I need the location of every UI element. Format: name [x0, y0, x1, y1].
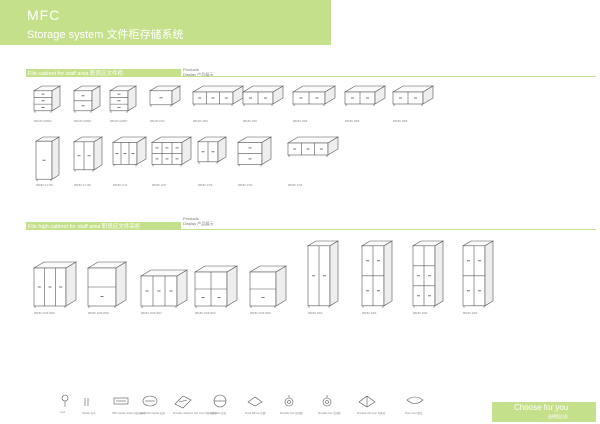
section2-note-line2: Display 产品展示	[183, 221, 214, 226]
accessory-caption: Movable with stop 可移动	[357, 412, 386, 415]
file-cabinet-drawing	[148, 85, 182, 107]
accessory-caption: Lock	[60, 411, 66, 414]
file-cabinet-drawing	[32, 85, 62, 113]
section1-note: Products Display 产品展示	[183, 67, 213, 77]
choose-for-you-sub: 选择您自身	[548, 414, 568, 419]
file-cabinet-drawing	[34, 136, 61, 182]
file-cabinet-drawing	[72, 136, 104, 172]
handle-icon	[84, 398, 89, 406]
section2-bar	[26, 222, 181, 230]
page-title: MFC	[27, 7, 61, 23]
product-code: MB-MX-1801	[150, 120, 165, 123]
foot-cover-icon	[406, 396, 424, 404]
movable-foot-icon	[322, 395, 332, 407]
file-cabinet-drawing	[291, 85, 337, 106]
file-cabinet-drawing	[391, 85, 435, 106]
file-cabinet-drawing	[111, 136, 148, 167]
accessory-caption: HPD handle inside 内嵌式拉手	[112, 412, 146, 415]
product-code: MB-BX-1815-0510	[141, 312, 162, 315]
high-cabinet-drawing	[86, 261, 128, 308]
product-code: MB-MX-040507	[110, 120, 128, 123]
high-cabinet-drawing	[360, 240, 394, 308]
wardrobe-handle-icon	[142, 395, 158, 407]
product-code: MB-BX-1713	[113, 184, 128, 187]
accessory-caption: Movable slidebars with stop 可移动滑轨	[173, 412, 217, 415]
section1-bar	[26, 69, 181, 77]
section1-note-line1: Products	[183, 67, 199, 72]
inside-handle-icon	[113, 397, 129, 405]
high-cabinet-drawing	[411, 240, 445, 308]
product-code: MB-BX-1708	[198, 184, 213, 187]
product-code: MB-WX-1801	[193, 120, 209, 123]
section2-rule	[181, 229, 596, 230]
product-code: MB-BX-2000	[362, 312, 377, 315]
choose-for-you-banner[interactable]: Choose for you 选择您自身	[492, 402, 596, 422]
file-cabinet-drawing	[343, 85, 387, 106]
fixed-foot-icon	[247, 396, 263, 407]
file-cabinet-drawing	[196, 136, 228, 164]
high-cabinet-drawing	[461, 240, 495, 308]
file-cabinet-drawing	[236, 136, 273, 167]
page-subtitle: Storage system 文件柜存储系统	[27, 29, 184, 41]
slidebar-icon	[174, 395, 192, 409]
file-cabinet-drawing	[241, 85, 285, 106]
product-code: MB-BX-F-1705	[36, 184, 53, 187]
product-code: MB-BX-1815-0509	[88, 312, 109, 315]
high-cabinet-drawing	[193, 265, 239, 308]
high-cabinet-drawing	[32, 261, 78, 308]
product-code: MB-BX-2000	[308, 312, 323, 315]
accessory-caption: Foot cover 脚盖	[405, 412, 423, 415]
accessory-caption: Movable foot 活动脚	[280, 412, 303, 415]
accessory-caption: Fixed 1B foot 定脚	[245, 412, 266, 415]
accessory-caption: Handle 拉手	[82, 412, 96, 415]
product-code: MB-BX-1709	[288, 184, 303, 187]
product-code: MB-BX-1707	[152, 184, 167, 187]
accessory-caption: Wardrobe handle 衣通	[140, 412, 165, 415]
section2-note: Products Display 产品展示	[183, 216, 213, 226]
product-code: MB-BX-2000	[413, 312, 428, 315]
product-code: MB-BX-1709	[238, 184, 253, 187]
section2-label: File high cabinet for staff area 职员区文件高柜	[28, 224, 141, 230]
high-cabinet-drawing	[306, 240, 340, 308]
section1-rule	[181, 76, 596, 77]
overslide-icon	[213, 394, 227, 408]
product-code: MB-BX-1905	[293, 120, 308, 123]
product-code: MB-BX-1905	[345, 120, 360, 123]
section2-note-line1: Products	[183, 216, 199, 221]
movable-stop-icon	[358, 395, 376, 408]
file-cabinet-drawing	[191, 85, 245, 106]
section1-label: File cabinet for staff area 职员区文件柜	[28, 71, 123, 77]
product-code: MB-BX-2000	[463, 312, 478, 315]
product-code: MB-MX-040507	[74, 120, 92, 123]
high-cabinet-drawing	[248, 265, 288, 308]
page-header: MFC Storage system 文件柜存储系统	[0, 0, 331, 45]
accessory-caption: Movable foot 活动脚	[318, 412, 341, 415]
file-cabinet-drawing	[150, 136, 193, 167]
high-cabinet-drawing	[139, 269, 189, 308]
product-code: MB-BX-1815-0510	[195, 312, 216, 315]
file-cabinet-drawing	[72, 85, 102, 113]
product-code: MB-BX-1801	[243, 120, 258, 123]
movable-foot-icon	[284, 395, 294, 407]
lock-icon	[61, 394, 69, 407]
product-code: MB-BX-1905	[393, 120, 408, 123]
accessory-caption: Overslide 转向	[210, 412, 227, 415]
section1-note-line2: Display 产品展示	[183, 72, 214, 77]
product-code: MB-BX-1815-0509	[250, 312, 271, 315]
product-code: MB-MX-040504	[34, 120, 52, 123]
choose-for-you-label: Choose for you	[514, 403, 569, 412]
file-cabinet-drawing	[108, 85, 138, 113]
file-cabinet-drawing	[286, 136, 340, 157]
product-code: MB-BX-F-1709	[74, 184, 91, 187]
product-code: MB-BX-1815-0509	[34, 312, 55, 315]
